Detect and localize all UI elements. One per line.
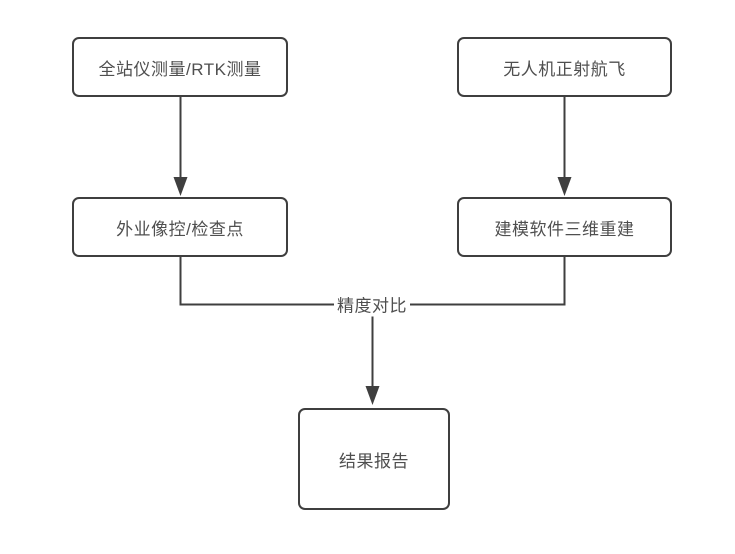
node-label: 建模软件三维重建 (494, 219, 635, 239)
arrow-total-station-to-field-control (173, 97, 188, 196)
node-result-report: 结果报告 (298, 408, 450, 510)
node-label: 无人机正射航飞 (503, 59, 626, 79)
node-label: 全站仪测量/RTK测量 (98, 59, 262, 79)
node-field-control-points: 外业像控/检查点 (72, 197, 288, 257)
node-3d-reconstruction: 建模软件三维重建 (457, 197, 672, 257)
arrow-uav-flight-to-reconstruction (557, 97, 572, 196)
node-total-station-rtk: 全站仪测量/RTK测量 (72, 37, 288, 97)
node-uav-ortho-flight: 无人机正射航飞 (457, 37, 672, 97)
node-label: 外业像控/检查点 (116, 219, 244, 239)
edge-label-accuracy-comparison: 精度对比 (334, 291, 410, 317)
node-label: 结果报告 (339, 451, 409, 471)
arrow-comparison-to-report (365, 304, 380, 405)
